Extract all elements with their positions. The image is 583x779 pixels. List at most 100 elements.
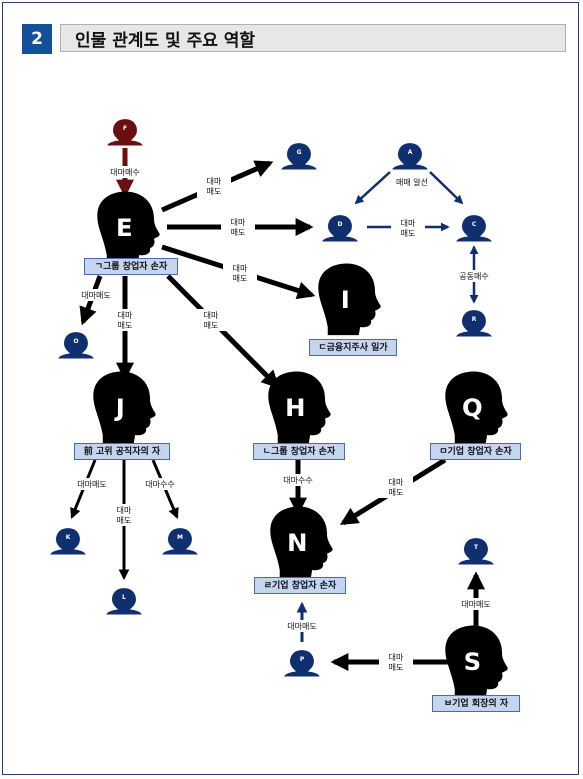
node-letter-j: J bbox=[114, 393, 125, 422]
edge-label-s-p-bg bbox=[379, 651, 413, 673]
person-e-icon: E bbox=[97, 191, 160, 264]
head-silhouette bbox=[107, 119, 143, 146]
edge-label-e-i-line-1: 대마 bbox=[233, 264, 248, 273]
edge-label-j-m-line-1: 대마수수 bbox=[145, 480, 174, 489]
edge-label-j-l-line-2: 매도 bbox=[117, 516, 132, 525]
edge-label-e-h-bg bbox=[194, 309, 228, 331]
role-box-s: ㅂ기업 회장의 자 bbox=[432, 695, 520, 712]
edge-label-e-j-line-2: 매도 bbox=[118, 321, 133, 330]
edge-label-s-p-line-2: 매도 bbox=[389, 663, 404, 672]
node-letter-g: G bbox=[297, 149, 302, 156]
arrow-a-to-c bbox=[429, 171, 464, 205]
edge-label-p-n-line-1: 대마매도 bbox=[287, 622, 316, 631]
node-letter-n: N bbox=[287, 528, 307, 557]
person-t-icon: T bbox=[458, 538, 494, 565]
node-letter-a: A bbox=[408, 149, 413, 156]
edge-label-e-g-line-2: 매도 bbox=[207, 187, 222, 196]
edge-label-q-n-bg bbox=[379, 476, 413, 498]
head-silhouette bbox=[162, 528, 198, 555]
edge-label-q-n-line-2: 매도 bbox=[389, 488, 404, 497]
edge-label-j-l-bg bbox=[107, 504, 141, 526]
edge-label-e-g-line-1: 대마 bbox=[207, 177, 222, 186]
head-silhouette bbox=[93, 371, 156, 444]
node-letter-i: I bbox=[341, 285, 350, 314]
node-letter-s: S bbox=[464, 647, 482, 676]
person-c-icon: C bbox=[456, 215, 492, 242]
edge-label-s-t-line-1: 대마매도 bbox=[461, 600, 490, 609]
node-letter-p: P bbox=[300, 656, 305, 663]
node-letter-d: D bbox=[338, 221, 343, 228]
edge-label-f-e-line-1: 대마매수 bbox=[110, 168, 139, 177]
edge-label-e-o-bg bbox=[79, 289, 113, 301]
node-letter-h: H bbox=[285, 393, 305, 422]
role-box-q: ㅁ기업 창업자 손자 bbox=[430, 443, 521, 460]
person-p-icon: P bbox=[284, 650, 320, 677]
head-silhouette bbox=[268, 371, 331, 444]
edge-label-e-h-line-2: 매도 bbox=[204, 321, 219, 330]
edge-label-e-d-line-1: 대마 bbox=[231, 218, 246, 227]
role-box-i: ㄷ금융지주사 일가 bbox=[309, 339, 397, 356]
head-silhouette bbox=[284, 650, 320, 677]
node-letter-e: E bbox=[116, 213, 133, 242]
node-letter-f: F bbox=[123, 125, 127, 132]
edge-label-e-j-bg bbox=[108, 309, 142, 331]
edge-label-h-n-line-1: 대마수수 bbox=[283, 476, 312, 485]
head-silhouette bbox=[106, 588, 142, 615]
edge-label-r-c-bg bbox=[457, 270, 491, 282]
edge-label-e-i-bg bbox=[223, 262, 257, 284]
head-silhouette bbox=[456, 215, 492, 242]
edge-label-e-g-bg bbox=[197, 175, 231, 197]
node-letter-m: M bbox=[177, 534, 183, 541]
edge-label-e-j-line-1: 대마 bbox=[118, 311, 133, 320]
person-o-icon: O bbox=[58, 332, 94, 359]
role-box-e: ㄱ그룹 창업자 손자 bbox=[84, 258, 178, 275]
person-s-icon: S bbox=[445, 625, 508, 698]
person-j-icon: J bbox=[93, 371, 156, 444]
person-m-icon: M bbox=[162, 528, 198, 555]
node-letter-o: O bbox=[73, 338, 78, 345]
edge-label-e-d-bg bbox=[221, 216, 255, 238]
node-letter-t: T bbox=[474, 544, 479, 551]
edge-label-s-p-line-1: 대마 bbox=[389, 653, 404, 662]
section-number: 2 bbox=[22, 24, 52, 54]
head-silhouette bbox=[281, 143, 317, 170]
head-silhouette bbox=[50, 528, 86, 555]
edge-label-e-o-line-1: 대마매도 bbox=[81, 291, 110, 300]
edge-label-j-k-bg bbox=[75, 478, 109, 490]
edge-label-h-n-bg bbox=[281, 474, 315, 486]
role-box-n: ㄹ기업 창업자 손자 bbox=[254, 577, 346, 594]
head-silhouette bbox=[456, 310, 492, 337]
head-silhouette bbox=[318, 263, 381, 336]
node-letter-q: Q bbox=[462, 393, 483, 422]
section-header: 2 인물 관계도 및 주요 역할 bbox=[22, 24, 566, 54]
edge-label-q-n-line-1: 대마 bbox=[389, 478, 404, 487]
node-letter-r: R bbox=[472, 316, 477, 323]
person-r-icon: R bbox=[456, 310, 492, 337]
edge-label-a-dc-bg bbox=[395, 176, 429, 188]
edge-label-s-t-bg bbox=[459, 598, 493, 610]
edge-label-j-k-line-1: 대마매도 bbox=[77, 480, 106, 489]
person-i-icon: I bbox=[318, 263, 381, 336]
person-f-icon: F bbox=[107, 119, 143, 146]
edge-label-a-dc-line-1: 매매 알선 bbox=[396, 177, 428, 187]
edge-label-j-l-line-1: 대마 bbox=[117, 506, 132, 515]
head-silhouette bbox=[97, 191, 160, 264]
node-letter-k: K bbox=[66, 534, 71, 541]
edge-label-p-n-bg bbox=[285, 620, 319, 632]
person-d-icon: D bbox=[322, 215, 358, 242]
person-g-icon: G bbox=[281, 143, 317, 170]
person-q-icon: Q bbox=[445, 371, 508, 444]
edge-label-d-c-line-1: 대마 bbox=[401, 219, 416, 228]
edge-label-e-d-line-2: 매도 bbox=[231, 228, 246, 237]
person-l-icon: L bbox=[106, 588, 142, 615]
node-letter-l: L bbox=[122, 594, 126, 601]
person-h-icon: H bbox=[268, 371, 331, 444]
head-silhouette bbox=[270, 506, 333, 579]
head-silhouette bbox=[58, 332, 94, 359]
edge-label-d-c-line-2: 매도 bbox=[401, 229, 416, 238]
head-silhouette bbox=[392, 143, 428, 170]
edge-label-e-h-line-1: 대마 bbox=[204, 311, 219, 320]
head-silhouette bbox=[458, 538, 494, 565]
